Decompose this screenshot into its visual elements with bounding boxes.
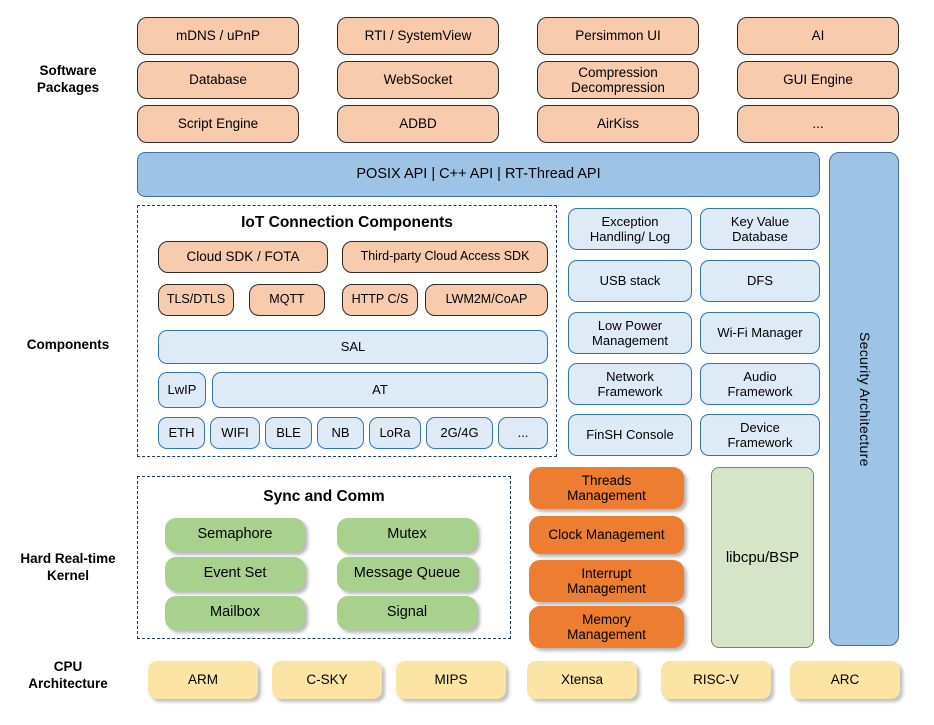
row-label-cpu-architecture: CPU Architecture <box>28 659 108 691</box>
at-box[interactable]: AT <box>212 372 548 408</box>
iot-connection-group-title: IoT Connection Components <box>241 214 453 231</box>
package-box[interactable]: RTI / SystemView <box>337 17 499 55</box>
api-bar[interactable]: POSIX API | C++ API | RT-Thread API <box>137 152 820 197</box>
cpu-architecture-box[interactable]: ARM <box>148 661 258 699</box>
security-architecture-bar[interactable]: Security Architecture <box>829 152 899 646</box>
netif-box[interactable]: 2G/4G <box>426 417 493 449</box>
iot-box[interactable]: Third-party Cloud Access SDK <box>342 241 548 273</box>
package-box[interactable]: GUI Engine <box>737 61 899 99</box>
sync-box[interactable]: Mutex <box>337 518 477 552</box>
netif-box[interactable]: BLE <box>265 417 312 449</box>
component-box[interactable]: Device Framework <box>700 414 820 456</box>
cpu-architecture-box[interactable]: RISC-V <box>661 661 771 699</box>
sync-and-comm-group-title: Sync and Comm <box>263 488 385 505</box>
lwip-box[interactable]: LwIP <box>158 372 206 408</box>
row-label-software-packages: Software Packages <box>36 63 100 95</box>
component-box[interactable]: Exception Handling/ Log <box>568 208 692 250</box>
cpu-architecture-box[interactable]: C-SKY <box>272 661 382 699</box>
package-box[interactable]: AI <box>737 17 899 55</box>
component-box[interactable]: USB stack <box>568 260 692 302</box>
package-box[interactable]: AirKiss <box>537 105 699 143</box>
row-label-components: Components <box>26 337 110 352</box>
kernel-management-box[interactable]: Memory Management <box>529 606 684 648</box>
package-box[interactable]: Compression Decompression <box>537 61 699 99</box>
package-box[interactable]: mDNS / uPnP <box>137 17 299 55</box>
sync-box[interactable]: Signal <box>337 596 477 630</box>
component-box[interactable]: Wi-Fi Manager <box>700 312 820 354</box>
iot-connection-group <box>137 205 557 457</box>
iot-box[interactable]: LWM2M/CoAP <box>425 284 548 316</box>
component-box[interactable]: Network Framework <box>568 363 692 405</box>
sal-box[interactable]: SAL <box>158 330 548 364</box>
netif-box[interactable]: WIFI <box>210 417 260 449</box>
component-box[interactable]: Key Value Database <box>700 208 820 250</box>
component-box[interactable]: DFS <box>700 260 820 302</box>
netif-box[interactable]: LoRa <box>369 417 421 449</box>
netif-box[interactable]: ... <box>498 417 548 449</box>
component-box[interactable]: Audio Framework <box>700 363 820 405</box>
package-box[interactable]: ... <box>737 105 899 143</box>
component-box[interactable]: Low Power Management <box>568 312 692 354</box>
sync-box[interactable]: Mailbox <box>165 596 305 630</box>
sync-box[interactable]: Semaphore <box>165 518 305 552</box>
package-box[interactable]: Database <box>137 61 299 99</box>
netif-box[interactable]: ETH <box>158 417 205 449</box>
kernel-management-box[interactable]: Threads Management <box>529 467 684 509</box>
cpu-architecture-box[interactable]: ARC <box>790 661 900 699</box>
netif-box[interactable]: NB <box>317 417 364 449</box>
iot-box[interactable]: HTTP C/S <box>342 284 418 316</box>
sync-box[interactable]: Event Set <box>165 557 305 591</box>
cpu-architecture-box[interactable]: Xtensa <box>527 661 637 699</box>
row-label-kernel: Hard Real-time Kernel <box>20 551 116 583</box>
kernel-management-box[interactable]: Interrupt Management <box>529 560 684 602</box>
security-architecture-label: Security Architecture <box>856 331 873 467</box>
cpu-architecture-box[interactable]: MIPS <box>396 661 506 699</box>
iot-box[interactable]: TLS/DTLS <box>158 284 234 316</box>
package-box[interactable]: Persimmon UI <box>537 17 699 55</box>
sync-box[interactable]: Message Queue <box>337 557 477 591</box>
iot-box[interactable]: Cloud SDK / FOTA <box>158 241 328 273</box>
package-box[interactable]: WebSocket <box>337 61 499 99</box>
package-box[interactable]: Script Engine <box>137 105 299 143</box>
package-box[interactable]: ADBD <box>337 105 499 143</box>
kernel-management-box[interactable]: Clock Management <box>529 516 684 554</box>
component-box[interactable]: FinSH Console <box>568 414 692 456</box>
sync-and-comm-group <box>137 476 511 639</box>
iot-box[interactable]: MQTT <box>249 284 325 316</box>
libcpu-bsp-box[interactable]: libcpu/BSP <box>711 467 814 648</box>
